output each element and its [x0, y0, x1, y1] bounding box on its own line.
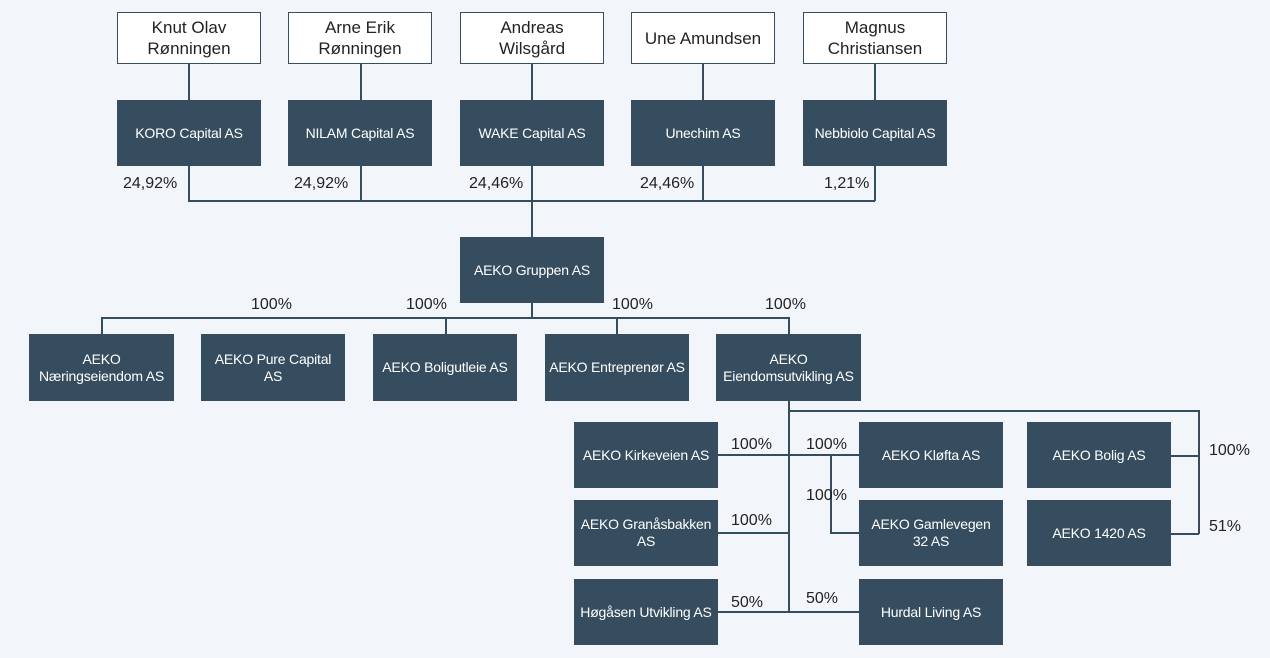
connector-line	[717, 532, 789, 534]
owner-box: Knut Olav Rønningen	[117, 12, 261, 64]
company-box: AEKO Næringseiendom AS	[29, 334, 174, 401]
company-box: AEKO Bolig AS	[1027, 422, 1171, 488]
owner-box: Magnus Christiansen	[803, 12, 947, 64]
ownership-percentage: 1,21%	[824, 175, 870, 192]
connector-line	[874, 166, 876, 201]
connector-line	[360, 63, 362, 100]
company-box: AEKO Kirkeveien AS	[574, 422, 718, 488]
ownership-percentage: 24,46%	[469, 175, 524, 192]
owner-box: Une Amundsen	[631, 12, 775, 64]
connector-line	[830, 454, 832, 533]
ownership-percentage: 100%	[406, 296, 447, 313]
connector-line	[1170, 533, 1199, 535]
company-box: Hurdal Living AS	[859, 579, 1003, 645]
ownership-percentage: 100%	[806, 436, 847, 453]
connector-line	[788, 317, 790, 334]
company-box: AEKO Kløfta AS	[859, 422, 1003, 488]
company-box: AEKO Eiendomsutvikling AS	[716, 334, 861, 401]
connector-line	[788, 400, 790, 612]
ownership-percentage: 24,46%	[640, 175, 695, 192]
ownership-percentage: 50%	[806, 590, 839, 607]
company-box: AEKO Entreprenør AS	[545, 334, 689, 401]
connector-line	[830, 532, 859, 534]
connector-line	[188, 63, 190, 100]
company-box: AEKO Pure Capital AS	[201, 334, 345, 401]
company-box: AEKO 1420 AS	[1027, 500, 1171, 566]
connector-line	[188, 200, 875, 202]
ownership-percentage: 100%	[806, 487, 847, 504]
company-box: AEKO Boligutleie AS	[373, 334, 517, 401]
company-box: AEKO Gruppen AS	[460, 237, 604, 303]
ownership-percentage: 100%	[731, 436, 772, 453]
connector-line	[616, 317, 618, 334]
company-box: NILAM Capital AS	[288, 100, 432, 166]
ownership-percentage: 100%	[251, 296, 292, 313]
connector-line	[531, 303, 533, 318]
company-box: KORO Capital AS	[117, 100, 261, 166]
company-box: WAKE Capital AS	[460, 100, 604, 166]
ownership-percentage: 51%	[1209, 518, 1242, 535]
connector-line	[531, 63, 533, 100]
ownership-percentage: 24,92%	[294, 175, 349, 192]
connector-line	[874, 63, 876, 100]
connector-line	[702, 63, 704, 100]
connector-line	[531, 166, 533, 237]
connector-line	[445, 317, 447, 334]
company-box: Høgåsen Utvikling AS	[574, 579, 718, 645]
connector-line	[1170, 455, 1199, 457]
ownership-percentage: 100%	[612, 296, 653, 313]
connector-line	[717, 454, 859, 456]
ownership-percentage: 100%	[765, 296, 806, 313]
connector-line	[101, 317, 103, 334]
ownership-percentage: 100%	[731, 512, 772, 529]
company-box: Nebbiolo Capital AS	[803, 100, 947, 166]
owner-box: Arne Erik Rønningen	[288, 12, 432, 64]
company-box: AEKO Gamlevegen 32 AS	[859, 500, 1003, 566]
connector-line	[1198, 410, 1200, 534]
ownership-percentage: 100%	[1209, 442, 1250, 459]
connector-line	[188, 166, 190, 201]
owner-box: Andreas Wilsgård	[460, 12, 604, 64]
connector-line	[702, 166, 704, 201]
ownership-percentage: 24,92%	[123, 175, 178, 192]
ownership-percentage: 50%	[731, 594, 764, 611]
connector-line	[788, 410, 1199, 412]
connector-line	[717, 611, 859, 613]
connector-line	[360, 166, 362, 201]
company-box: Unechim AS	[631, 100, 775, 166]
company-box: AEKO Granåsbakken AS	[574, 500, 718, 566]
